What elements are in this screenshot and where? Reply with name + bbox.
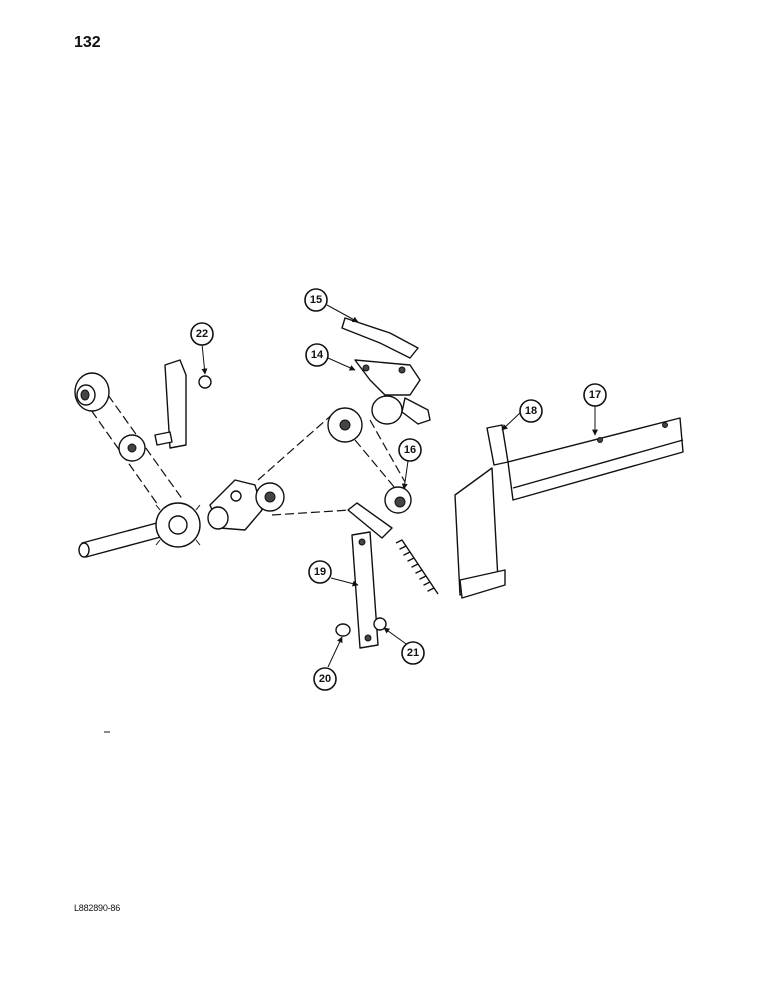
svg-text:20: 20 — [319, 673, 331, 685]
page-number: 132 — [74, 34, 101, 51]
clip-part-18 — [486, 424, 509, 466]
bushing-part-20 — [335, 623, 351, 637]
svg-text:14: 14 — [311, 349, 324, 361]
callout-17: 17 — [583, 383, 607, 407]
guide-bracket — [454, 467, 506, 599]
callout-14: 14 — [305, 343, 329, 367]
svg-text:21: 21 — [407, 647, 419, 659]
idler-sprocket-left — [118, 434, 146, 462]
svg-text:22: 22 — [196, 328, 208, 340]
vertical-mount-bracket — [154, 359, 187, 449]
bushing-part-22 — [198, 375, 212, 389]
arm-part-14 — [354, 359, 431, 425]
lever-part-19 — [351, 531, 379, 649]
svg-text:19: 19 — [314, 566, 326, 578]
callout-20: 20 — [313, 667, 337, 691]
callout-22: 22 — [190, 322, 214, 346]
upper-right-sprocket — [327, 407, 363, 443]
center-sprocket — [255, 482, 285, 512]
large-sprocket — [155, 502, 201, 548]
bar-part-17 — [507, 417, 684, 501]
pivot-housing — [207, 479, 263, 531]
drawing-id: L882890-86 — [74, 903, 121, 913]
main-shaft — [78, 519, 173, 558]
svg-text:18: 18 — [525, 405, 537, 417]
tension-spring — [395, 539, 439, 595]
drive-chain — [83, 394, 406, 516]
leader-lines — [201, 304, 598, 668]
svg-text:16: 16 — [404, 444, 416, 456]
callout-19: 19 — [308, 560, 332, 584]
callout-21: 21 — [401, 641, 425, 665]
callout-16: 16 — [398, 438, 422, 462]
callout-15: 15 — [304, 288, 328, 312]
callout-18: 18 — [519, 399, 543, 423]
svg-text:15: 15 — [310, 294, 322, 306]
upper-left-sprocket — [74, 372, 110, 412]
sprocket-part-16 — [384, 486, 412, 514]
link-plate — [347, 502, 393, 539]
svg-text:17: 17 — [589, 389, 601, 401]
washer-part-21 — [373, 617, 387, 631]
plate-part-15 — [341, 317, 419, 359]
